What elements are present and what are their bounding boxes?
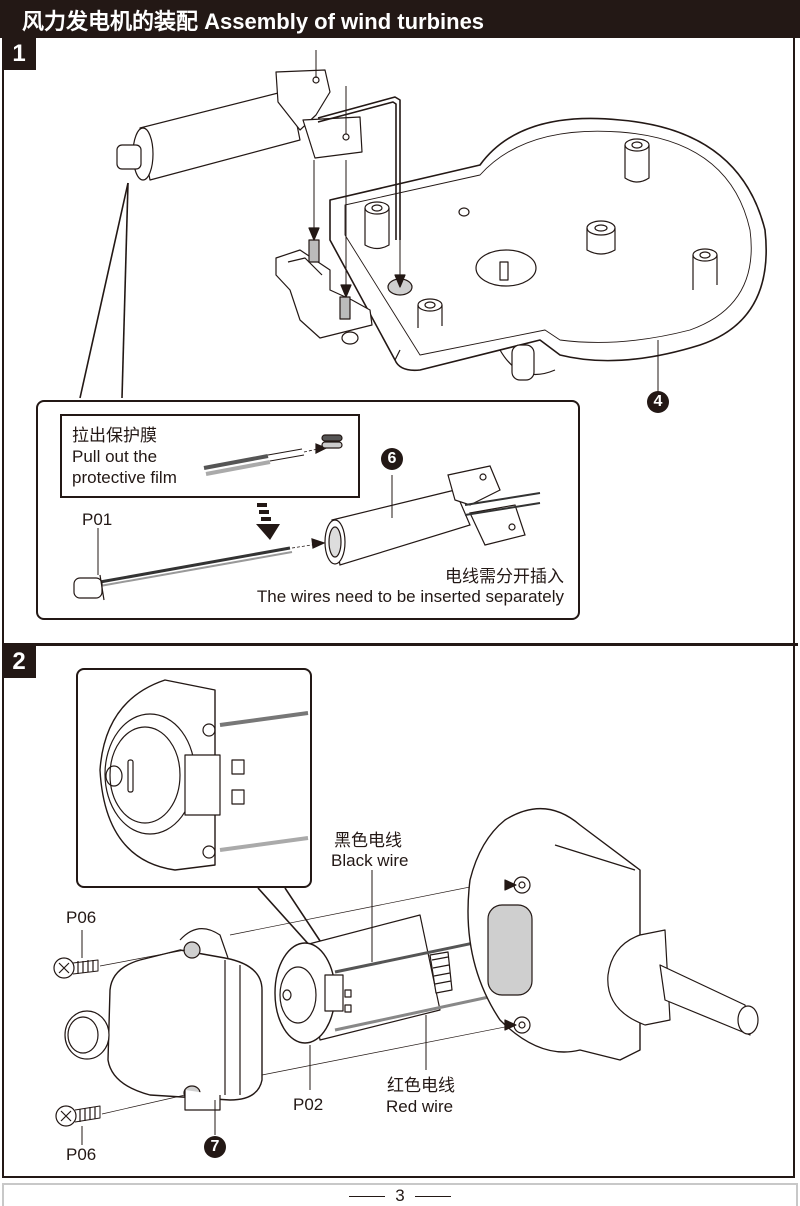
gearbox-plate <box>467 808 641 1061</box>
callout-part-6: 6 <box>381 448 403 470</box>
part-label-p02: P02 <box>293 1095 324 1114</box>
wire-note-en: The wires need to be inserted separately <box>256 587 564 606</box>
part-label-p01: P01 <box>82 510 113 529</box>
film-note-zh: 拉出保护膜 <box>72 426 157 445</box>
protective-film-box <box>60 414 360 498</box>
part-label-p06-top: P06 <box>66 908 97 927</box>
motor-p02 <box>274 914 453 1090</box>
film-note-en-line1: Pull out the <box>72 447 158 466</box>
black-wire-zh: 黑色电线 <box>334 831 402 850</box>
step-divider <box>2 643 798 646</box>
motor-cover-part-7 <box>64 928 263 1111</box>
black-wire-en: Black wire <box>331 851 409 870</box>
page-header: 风力发电机的装配 Assembly of wind turbines <box>0 0 800 38</box>
motor-end-detail <box>99 679 309 871</box>
page-number: 3 <box>395 1186 405 1205</box>
red-wire-en: Red wire <box>386 1097 454 1116</box>
page-number-dash-left <box>349 1196 386 1198</box>
generator-cylinder <box>116 50 406 298</box>
page-number-row: 3 <box>0 1186 800 1206</box>
crank-handle <box>607 929 759 1036</box>
screw-p06-top <box>53 957 99 979</box>
page-number-dash-right <box>414 1196 451 1198</box>
red-wire-zh: 红色电线 <box>387 1076 455 1095</box>
gearbox-base-part-4 <box>275 117 767 381</box>
wire-note-zh: 电线需分开插入 <box>445 567 564 586</box>
page-title: 风力发电机的装配 Assembly of wind turbines <box>22 9 485 34</box>
callout-part-4: 4 <box>647 391 669 413</box>
footer-bar <box>2 1183 798 1206</box>
screw-p06-bottom <box>55 1105 101 1127</box>
step-1-badge: 1 <box>2 38 36 70</box>
insert-arrow <box>256 503 280 540</box>
film-note-en-line2: protective film <box>72 468 177 487</box>
callout-part-7: 7 <box>204 1136 226 1158</box>
part-label-p06-bottom: P06 <box>66 1145 97 1164</box>
instruction-frame <box>2 38 795 1178</box>
step-2-badge: 2 <box>2 646 36 678</box>
